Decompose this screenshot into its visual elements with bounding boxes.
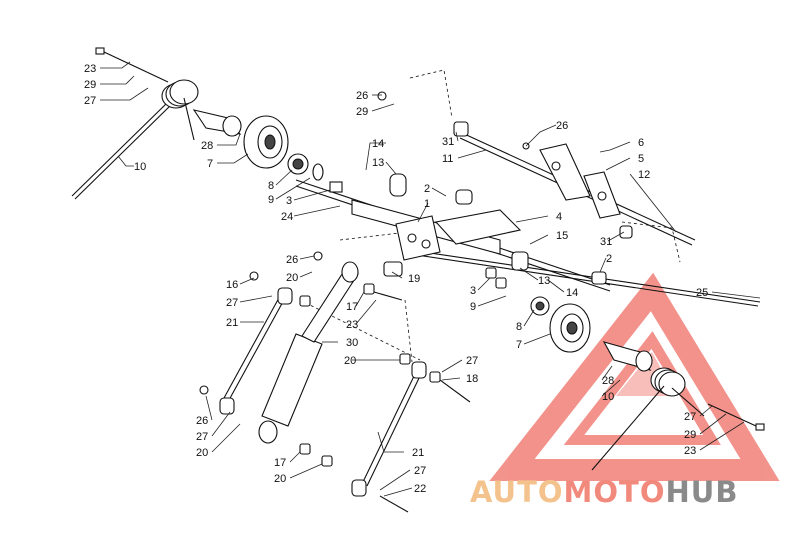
- left-link-arm: [219, 287, 293, 415]
- callout-23: 23: [84, 63, 96, 75]
- callout-23: 23: [346, 319, 358, 331]
- callout-29: 29: [356, 106, 368, 118]
- callout-27: 27: [414, 465, 426, 477]
- callout-26: 26: [196, 415, 208, 427]
- callout-9: 9: [470, 301, 476, 313]
- callout-16: 16: [226, 279, 238, 291]
- callout-1: 1: [424, 198, 430, 210]
- callout-23: 23: [684, 445, 696, 457]
- callout-labels: 23 29 27 10 28 7 8 9 3 24 26 29 31 11 14…: [84, 63, 708, 495]
- callout-14: 14: [372, 138, 384, 150]
- callout-24: 24: [281, 211, 293, 223]
- watermark-auto: AUTO: [470, 475, 564, 509]
- callout-27: 27: [684, 411, 696, 423]
- callout-10: 10: [602, 391, 614, 403]
- callout-8: 8: [516, 321, 522, 333]
- callout-10: 10: [134, 161, 146, 173]
- callout-20: 20: [344, 355, 356, 367]
- callout-15: 15: [556, 230, 568, 242]
- callout-5: 5: [638, 153, 644, 165]
- callout-20: 20: [196, 447, 208, 459]
- callout-26: 26: [556, 120, 568, 132]
- left-snap-ring: [312, 163, 324, 181]
- callout-17: 17: [346, 301, 358, 313]
- callout-27: 27: [466, 355, 478, 367]
- callout-14: 14: [566, 287, 578, 299]
- callout-26: 26: [356, 90, 368, 102]
- callout-27: 27: [226, 297, 238, 309]
- callout-20: 20: [286, 272, 298, 284]
- left-spacer: [329, 181, 343, 193]
- left-bolt: [95, 47, 169, 83]
- callout-2: 2: [424, 183, 430, 195]
- callout-29: 29: [84, 79, 96, 91]
- callout-8: 8: [268, 180, 274, 192]
- right-spring-bushing: [602, 341, 653, 372]
- right-torsion-spring: [591, 367, 705, 471]
- watermark-logo-triangle: [489, 272, 780, 481]
- callout-12: 12: [638, 169, 650, 181]
- callout-7: 7: [516, 339, 522, 351]
- callout-19: 19: [408, 273, 420, 285]
- callout-31: 31: [442, 136, 454, 148]
- left-idler-wheel: [243, 115, 289, 169]
- callout-27: 27: [196, 431, 208, 443]
- callout-29: 29: [684, 429, 696, 441]
- callout-13: 13: [372, 157, 384, 169]
- callout-22: 22: [414, 483, 426, 495]
- callout-26: 26: [286, 254, 298, 266]
- callout-2: 2: [606, 253, 612, 265]
- callout-17: 17: [274, 457, 286, 469]
- callout-20: 20: [274, 473, 286, 485]
- watermark-hub: HUB: [665, 475, 739, 509]
- shaft-lines: [295, 131, 761, 363]
- callout-27: 27: [84, 95, 96, 107]
- callout-11: 11: [442, 153, 453, 165]
- callout-3: 3: [470, 285, 476, 297]
- right-link-arm: [351, 361, 427, 497]
- right-bearing-block: [455, 189, 607, 285]
- leader-lines: [100, 61, 761, 497]
- callout-25: 25: [696, 287, 708, 299]
- center-cross-shaft: [351, 173, 522, 277]
- callout-9: 9: [268, 194, 274, 206]
- top-spacer: [453, 121, 633, 239]
- shock-absorber: [258, 261, 359, 444]
- rear-mount-bracket: [539, 143, 621, 219]
- left-spring-bushing: [192, 109, 242, 137]
- watermark-moto: MOTO: [563, 475, 666, 509]
- watermark-logo-text: AUTOMOTOHUB: [470, 472, 800, 512]
- right-bearing: [530, 296, 550, 316]
- callout-31: 31: [600, 236, 612, 248]
- left-bearing: [287, 153, 309, 175]
- right-idler-wheel: [549, 303, 591, 353]
- callout-4: 4: [556, 211, 562, 223]
- right-bolt: [707, 403, 765, 431]
- callout-21: 21: [226, 317, 238, 329]
- callout-30: 30: [346, 337, 358, 349]
- callout-28: 28: [602, 375, 614, 387]
- callout-3: 3: [286, 195, 292, 207]
- callout-7: 7: [207, 158, 213, 170]
- callout-18: 18: [466, 373, 478, 385]
- callout-6: 6: [638, 137, 644, 149]
- callout-28: 28: [201, 140, 213, 152]
- tunnel-outline: [409, 69, 681, 263]
- left-torsion-spring: [71, 79, 199, 200]
- small-hardware: [199, 91, 530, 513]
- callout-13: 13: [538, 275, 550, 287]
- callout-21: 21: [412, 447, 424, 459]
